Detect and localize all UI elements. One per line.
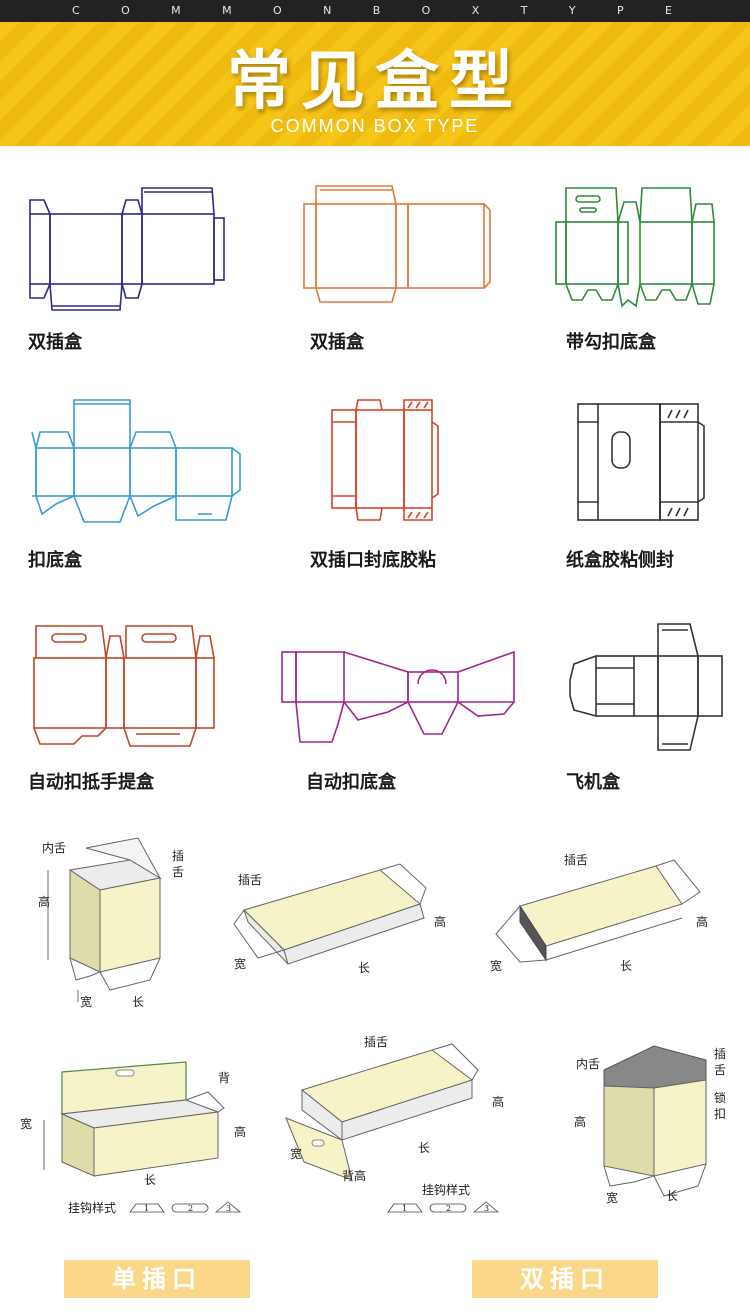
box-label: 带勾扣底盒: [566, 332, 656, 353]
box-template-double-tuck-1: [26, 182, 231, 317]
strip-letter: T: [520, 4, 528, 17]
label-tuck-1: 插: [714, 1047, 726, 1061]
label-height: 高: [574, 1114, 586, 1129]
label-length: 长: [666, 1189, 678, 1203]
page-subtitle: COMMON BOX TYPE: [270, 116, 480, 136]
single-tuck-button[interactable]: 单插口: [64, 1260, 250, 1298]
box-template-handle-box: [30, 622, 220, 752]
label-tuck: 插舌: [564, 853, 588, 867]
label-width: 宽: [290, 1146, 302, 1161]
label-inner-tongue: 内舌: [42, 841, 66, 855]
label-width: 宽: [80, 994, 92, 1009]
strip-letter: O: [421, 4, 431, 17]
page-title: 常见盒型: [227, 45, 523, 119]
label-width: 宽: [490, 958, 502, 973]
box-label: 双插盒: [28, 332, 82, 353]
label-tuck: 插舌: [364, 1035, 388, 1049]
label-height: 高: [234, 1124, 246, 1139]
label-height: 高: [492, 1094, 504, 1109]
strip-letter: N: [323, 4, 332, 17]
label-back: 背: [218, 1071, 230, 1085]
label-height: 高: [434, 914, 446, 929]
label-length: 长: [418, 1141, 430, 1155]
strip-letter: O: [272, 4, 282, 17]
svg-text:3: 3: [484, 1204, 489, 1213]
label-inner-tongue: 内舌: [576, 1057, 600, 1071]
label-tuck-2: 舌: [714, 1063, 726, 1077]
box-template-airplane-box: [566, 620, 726, 755]
box-template-glued-bottom: [328, 398, 443, 526]
label-width: 宽: [234, 956, 246, 971]
box-label: 纸盒胶粘侧封: [566, 550, 674, 571]
label-tuck: 插舌: [238, 873, 262, 887]
strip-letter: Y: [568, 4, 576, 17]
box-label: 扣底盒: [28, 550, 82, 571]
label-lock-2: 扣: [714, 1107, 726, 1121]
diagram-tuck-box-single: 内舌 插 舌 高 宽 长: [30, 830, 200, 1015]
double-tuck-button[interactable]: 双插口: [472, 1260, 658, 1298]
strip-letter: P: [616, 4, 624, 17]
strip-letter: X: [471, 4, 480, 17]
label-back-height: 背高: [342, 1168, 366, 1183]
label-length: 长: [358, 961, 370, 975]
label-tuck-1: 插: [172, 849, 184, 863]
svg-text:2: 2: [446, 1204, 451, 1213]
strip-letter: B: [372, 4, 381, 17]
strip-letter: M: [171, 4, 181, 17]
diagram-hanging-tuck-box: 插舌 高 宽 长 背高 挂钩样式 1 2 3: [282, 1030, 522, 1220]
svg-text:1: 1: [144, 1204, 149, 1213]
strip-letter: O: [121, 4, 130, 17]
label-width: 宽: [606, 1190, 618, 1205]
label-width: 宽: [20, 1116, 32, 1131]
strip-letter: C: [72, 4, 80, 17]
svg-text:3: 3: [226, 1204, 231, 1213]
strip-letter: E: [665, 4, 672, 17]
box-label: 双插口封底胶粘: [310, 550, 436, 571]
svg-text:2: 2: [188, 1204, 193, 1213]
label-hook-style: 挂钩样式: [422, 1182, 470, 1197]
label-hook-style: 挂钩样式: [68, 1200, 116, 1215]
box-label: 双插盒: [310, 332, 364, 353]
box-template-side-glued: [574, 400, 714, 525]
svg-text:1: 1: [402, 1204, 407, 1213]
box-label: 自动扣抵手提盒: [28, 772, 154, 793]
label-length: 长: [144, 1173, 156, 1187]
strip-letter: M: [222, 4, 232, 17]
label-height: 高: [696, 914, 708, 929]
box-template-hook-lock-bottom: [552, 182, 727, 312]
box-label: 飞机盒: [566, 772, 620, 793]
label-tuck-2: 舌: [172, 865, 184, 879]
label-length: 长: [620, 959, 632, 973]
label-lock-1: 锁: [714, 1090, 726, 1105]
box-template-double-tuck-2: [300, 182, 495, 307]
diagram-tuck-box-open: 插舌 高 宽 长: [486, 850, 716, 980]
box-label: 自动扣底盒: [306, 772, 396, 793]
header-banner: 常见盒型 COMMON BOX TYPE: [0, 22, 750, 146]
box-template-auto-lock-bottom: [278, 644, 523, 749]
box-template-lock-bottom: [28, 396, 248, 526]
diagram-lock-tuck-box: 内舌 插 舌 锁 扣 高 宽 长: [574, 1040, 744, 1210]
diagram-tuck-box-flat: 插舌 高 宽 长: [230, 860, 450, 980]
label-length: 长: [132, 995, 144, 1009]
diagram-hanging-box: 背 宽 高 长 挂钩样式 1 2 3: [18, 1060, 258, 1220]
label-height: 高: [38, 894, 50, 909]
